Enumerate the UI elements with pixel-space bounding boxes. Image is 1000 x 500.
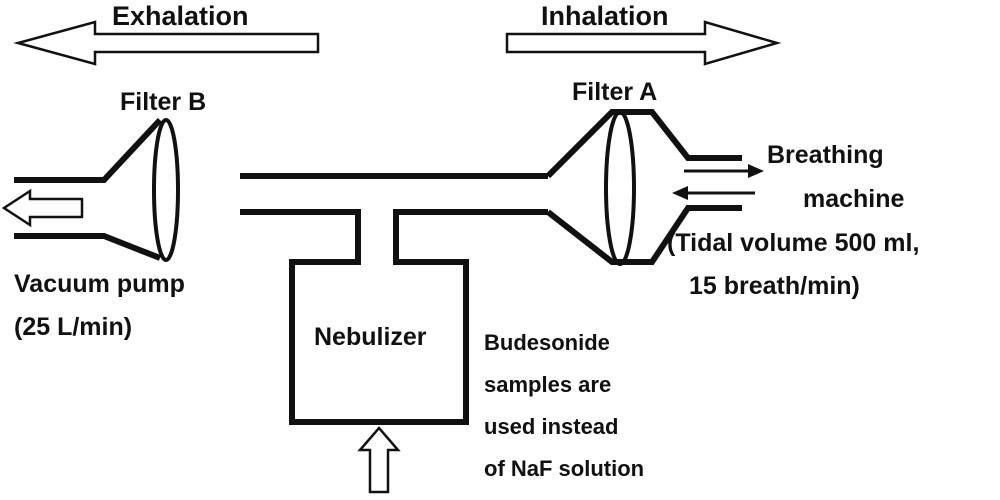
breathing-flow-arrows [672, 164, 764, 200]
main-tube-bottom [240, 209, 548, 425]
note-line1: Budesonide [484, 330, 610, 355]
inhalation-arrow [505, 20, 782, 66]
filter-b-label: Filter B [120, 88, 206, 116]
filter-a [545, 109, 742, 266]
inhalation-label: Inhalation [541, 1, 669, 31]
vacuum-pump-label-line1: Vacuum pump [14, 270, 185, 298]
vacuum-pump-label-line2: (25 L/min) [14, 313, 132, 341]
note-line4: of NaF solution [484, 456, 644, 481]
breathing-machine-label-line1: Breathing [767, 141, 884, 169]
filter-b [14, 117, 180, 262]
exhalation-label: Exhalation [112, 1, 249, 31]
note-line3: used instead [484, 414, 618, 439]
breathing-machine-label-line2: machine [803, 185, 905, 213]
filter-a-label: Filter A [572, 78, 657, 106]
breathing-machine-label-line4: 15 breath/min) [689, 272, 860, 300]
nebulizer-label: Nebulizer [314, 323, 427, 351]
exhalation-arrow [13, 20, 320, 66]
breathing-machine-label-line3: (Tidal volume 500 ml, [667, 229, 919, 257]
note-line2: samples are [484, 372, 611, 397]
nebulizer-inlet-arrow [357, 426, 401, 494]
vacuum-outlet-arrow [1, 188, 84, 228]
